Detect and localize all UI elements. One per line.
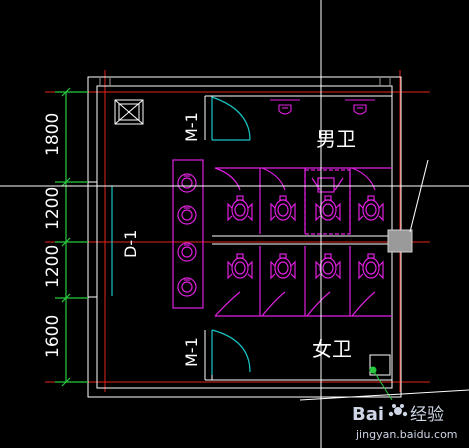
mens-stalls (214, 167, 392, 235)
baidu-paw-icon (388, 404, 408, 417)
shaft-box (114, 99, 144, 125)
dim-1200-upper: 1200 (43, 187, 63, 230)
column-box (387, 229, 413, 253)
womens-stalls (214, 246, 392, 317)
dim-1600: 1600 (43, 315, 63, 358)
wall-hatching (99, 78, 391, 86)
watermark-url: jingyan.baidu.com (355, 428, 458, 441)
door-label-bottom: M-1 (182, 337, 201, 367)
basin-counter (172, 159, 204, 309)
partition-label: D-1 (121, 230, 140, 258)
dim-1200-lower: 1200 (43, 245, 63, 288)
door-top (211, 96, 251, 141)
dimension-chain (55, 87, 88, 387)
dim-1800: 1800 (43, 113, 63, 156)
urinals (270, 99, 375, 115)
dimension-labels: 1800 1200 1200 1600 (43, 113, 63, 358)
door-label-top: M-1 (182, 112, 201, 142)
womens-room-label: 女卫 (312, 337, 352, 361)
watermark-brand: Bai (352, 404, 384, 425)
mens-room-label: 男卫 (316, 127, 356, 151)
watermark-brand-suffix: 经验 (410, 405, 444, 425)
leader-line (409, 159, 429, 233)
door-bottom (211, 329, 251, 375)
watermark: Bai 经验 jingyan.baidu.com (299, 389, 469, 441)
